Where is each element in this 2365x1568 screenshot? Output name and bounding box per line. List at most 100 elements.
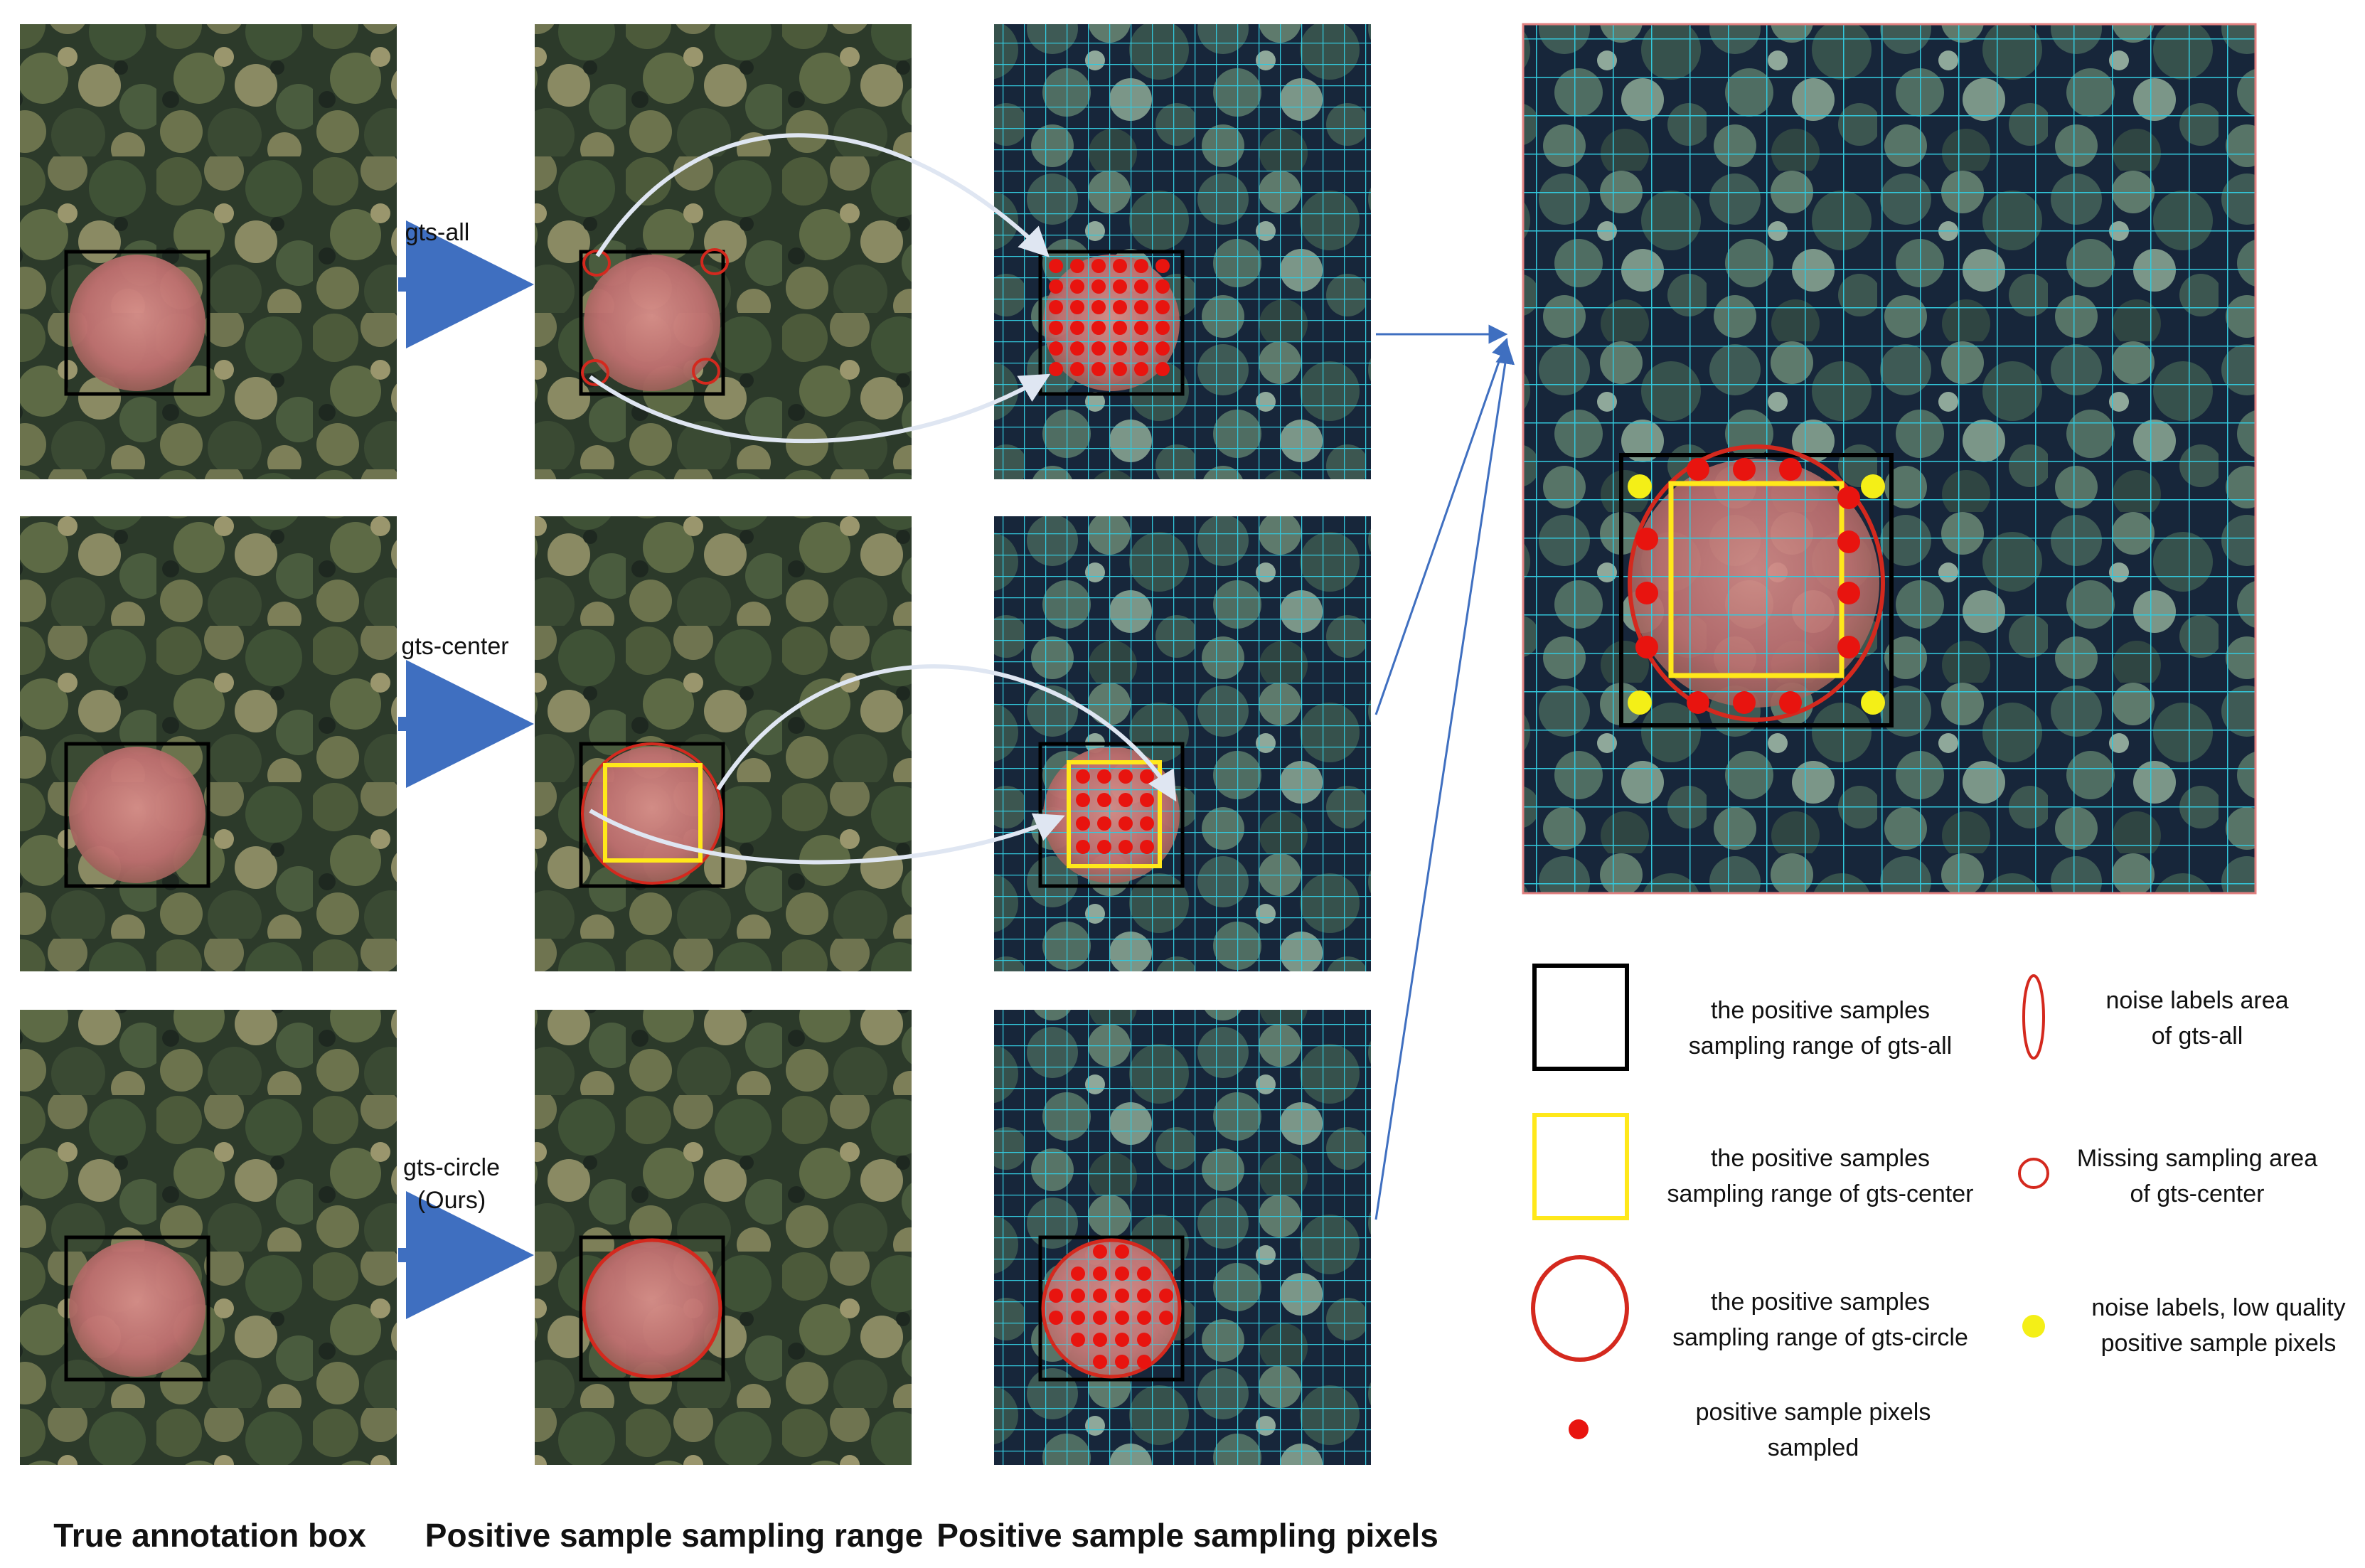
noise-label-circle	[582, 250, 611, 277]
sampled-pixel-dot	[1119, 793, 1133, 807]
sampled-pixel-dot	[1049, 300, 1063, 314]
legend-text: the positive samples	[1711, 997, 1930, 1024]
legend-text: Missing sampling area	[2077, 1145, 2317, 1172]
sampled-pixel-dot	[1137, 1355, 1151, 1369]
sampled-pixel-dot	[1140, 816, 1154, 831]
zoomed-sampled-pixel-dot	[1687, 691, 1709, 714]
sampled-pixel-dot	[1134, 362, 1148, 376]
zoomed-sampled-pixel-dot	[1837, 582, 1860, 604]
legend-text: positive sample pixels	[2101, 1330, 2337, 1357]
legend-red-circle	[1531, 1255, 1629, 1362]
sampled-pixel-dot	[1115, 1311, 1129, 1325]
circle-range	[1041, 1238, 1182, 1379]
forest-tile	[20, 1010, 397, 1465]
sampled-pixel-dot	[1115, 1244, 1129, 1259]
legend-item: positive sample pixels sampled	[1569, 1399, 1931, 1461]
sampled-pixel-dot	[1115, 1355, 1129, 1369]
sampled-pixel-dot	[1097, 840, 1111, 854]
sampled-pixel-dot	[1134, 321, 1148, 335]
sampled-pixel-dot	[1070, 341, 1084, 356]
method-label: gts-all	[405, 219, 470, 246]
sampled-pixel-dot	[1115, 1289, 1129, 1303]
sampled-pixel-dot	[1159, 1311, 1173, 1325]
legend-item: the positive samples sampling range of gt…	[1532, 1113, 1974, 1220]
sampled-pixel-dot	[1076, 769, 1090, 784]
sampled-pixel-dot	[1137, 1333, 1151, 1347]
sampled-pixel-dot	[1113, 362, 1127, 376]
zoomed-circle-range	[1628, 444, 1885, 722]
sampled-pixel-dot	[1093, 1333, 1107, 1347]
pink-canopy	[69, 255, 205, 391]
sampled-pixel-dot	[1137, 1266, 1151, 1281]
sampled-pixel-dot	[1119, 840, 1133, 854]
sampled-pixel-dot	[1155, 341, 1170, 356]
noise-label-circle	[700, 248, 729, 275]
sampled-pixel-dot	[1091, 321, 1106, 335]
sampled-pixel-dot	[1070, 362, 1084, 376]
mapping-curve	[716, 664, 1177, 802]
sampled-pixel-dot	[1113, 321, 1127, 335]
sampled-pixel-dot	[1113, 259, 1127, 273]
zoomed-sampled-pixel-dot	[1635, 636, 1658, 658]
legend-text: sampling range of gts-center	[1667, 1180, 1974, 1207]
sampled-pixel-dot	[1049, 362, 1063, 376]
noise-label-circle	[692, 358, 720, 385]
sampled-pixel-dot	[1113, 341, 1127, 356]
sampled-pixel-dot	[1097, 769, 1111, 784]
annotation-box	[64, 250, 210, 396]
legend-text: positive sample pixels	[1696, 1399, 1931, 1426]
legend-text: sampled	[1768, 1434, 1859, 1461]
sampled-pixel-dot	[1071, 1266, 1085, 1281]
forest-tile	[20, 516, 397, 971]
legend-text: the positive samples	[1711, 1145, 1930, 1172]
legend-text: noise labels area	[2105, 987, 2288, 1014]
legend-yellow-dot	[2022, 1315, 2045, 1338]
sampled-pixel-dot	[1093, 1244, 1107, 1259]
sampled-pixel-dot	[1049, 1311, 1063, 1325]
sampled-pixel-dot	[1155, 279, 1170, 294]
forest-tile	[535, 1010, 912, 1465]
forest-tile	[994, 24, 1371, 479]
sampled-pixel-dot	[1113, 300, 1127, 314]
legend-red-ellipse	[2022, 974, 2045, 1060]
mapping-curve	[589, 373, 1051, 444]
forest-tile	[994, 516, 1371, 971]
zoomed-noise-pixel-dot	[1861, 690, 1885, 715]
sampled-pixel-dot	[1049, 341, 1063, 356]
sampled-pixel-dot	[1113, 279, 1127, 294]
sampled-pixel-dot	[1070, 300, 1084, 314]
sampled-pixel-dot	[1070, 321, 1084, 335]
legend-yellow-square	[1532, 1113, 1629, 1220]
sampled-pixel-dot	[1091, 362, 1106, 376]
annotation-box	[64, 1235, 210, 1382]
legend-text: sampling range of gts-circle	[1672, 1324, 1968, 1351]
sampled-pixel-dot	[1134, 259, 1148, 273]
forest-tile	[535, 24, 912, 479]
zoomed-sampled-pixel-dot	[1837, 486, 1860, 509]
annotation-box	[1038, 1235, 1185, 1382]
sampled-pixel-dot	[1155, 300, 1170, 314]
forest-tile	[535, 516, 912, 971]
zoomed-sampled-pixel-dot	[1779, 458, 1802, 481]
sampled-pixel-dot	[1134, 279, 1148, 294]
sampled-pixel-dot	[1140, 840, 1154, 854]
sampled-pixel-dot	[1137, 1311, 1151, 1325]
sampled-pixel-dot	[1071, 1333, 1085, 1347]
annotation-box	[579, 250, 725, 396]
zoomed-sampled-pixel-dot	[1733, 458, 1756, 481]
column-caption: Positive sample sampling pixels	[936, 1517, 1438, 1554]
zoomed-noise-pixel-dot	[1628, 474, 1652, 498]
zoomed-noise-pixel-dot	[1861, 474, 1885, 498]
sampled-pixel-dot	[1093, 1289, 1107, 1303]
legend-small-red-circle	[2018, 1158, 2049, 1189]
pink-canopy	[69, 1240, 205, 1377]
zoomed-sampled-pixel-dot	[1837, 636, 1860, 658]
sampled-pixel-dot	[1093, 1355, 1107, 1369]
sampled-pixel-dot	[1137, 1289, 1151, 1303]
sampled-pixel-dot	[1155, 362, 1170, 376]
sampled-pixel-dot	[1134, 300, 1148, 314]
forest-tile	[994, 1010, 1371, 1465]
sampled-pixel-dot	[1071, 1289, 1085, 1303]
sampled-pixel-dot	[1115, 1333, 1129, 1347]
